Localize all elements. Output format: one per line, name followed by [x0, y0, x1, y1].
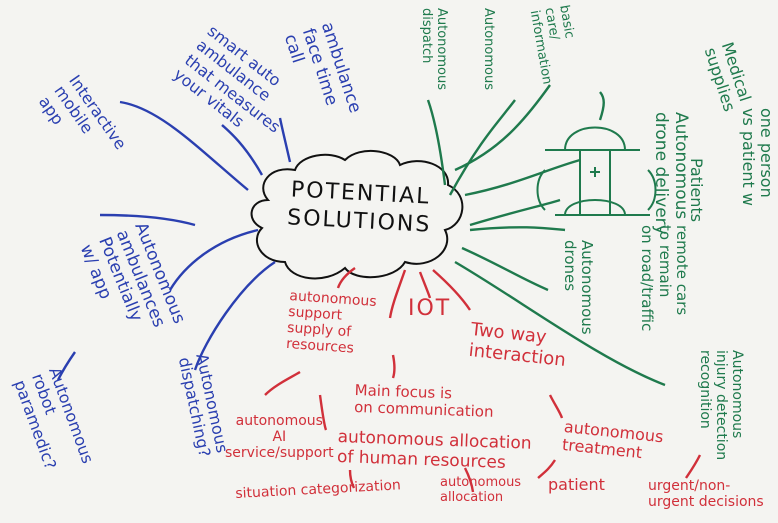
line: vs patient w: [738, 108, 758, 206]
line: Patients: [687, 158, 706, 223]
note-main-focus: Main focus is on communication: [354, 381, 495, 421]
note-autonomous-dispatch: Autonomous dispatch: [418, 8, 449, 91]
line: Autonomous: [578, 240, 596, 335]
line: drone delivery: [651, 112, 672, 235]
note-autonomous-ai: autonomous AI service/support: [225, 413, 334, 461]
line: IOT: [408, 296, 452, 321]
line: injury detection: [712, 350, 729, 461]
note-patient: patient: [548, 475, 605, 494]
note-autonomous-support: autonomous support supply of resources: [286, 288, 378, 358]
line: drones: [560, 240, 579, 292]
note-autonomous-1: Autonomous: [480, 8, 496, 91]
line: urgent decisions: [648, 494, 764, 511]
line: remote cars: [673, 225, 691, 316]
note-allocation: autonomous allocation of human resources: [337, 427, 532, 474]
note-drone-delivery: Autonomous drone delivery: [651, 112, 691, 235]
center-cloud: [250, 149, 464, 280]
note-patient-allocation: autonomous allocation: [440, 475, 522, 506]
line: urgent/non-: [648, 478, 731, 494]
note-remote-cars: remote cars to remain on road/traffic: [638, 225, 692, 332]
line: Autonomous: [729, 350, 745, 439]
line: recognition: [696, 350, 713, 429]
line: one person: [757, 108, 776, 198]
line: allocation: [440, 489, 504, 505]
line: AI: [272, 429, 287, 446]
note-injury-recognition: Autonomous injury detection recognition: [697, 350, 745, 460]
note-one-person: one person vs patient w: [738, 108, 776, 206]
note-urgent: urgent/non- urgent decisions: [648, 478, 764, 510]
note-iot: IOT: [408, 296, 451, 321]
center-title: POTENTIAL SOLUTIONS: [264, 175, 457, 240]
line: Autonomous: [434, 8, 449, 91]
note-patients: Patients: [687, 158, 706, 223]
line: on road/traffic: [638, 225, 657, 332]
line: patient: [548, 475, 605, 494]
line: service/support: [225, 445, 334, 462]
line: autonomous: [440, 475, 522, 490]
note-autonomous-drones: Autonomous drones: [561, 240, 596, 335]
line: Autonomous: [481, 8, 496, 91]
line: to remain: [655, 225, 674, 298]
line: autonomous: [235, 413, 323, 429]
line: dispatch: [419, 8, 435, 64]
